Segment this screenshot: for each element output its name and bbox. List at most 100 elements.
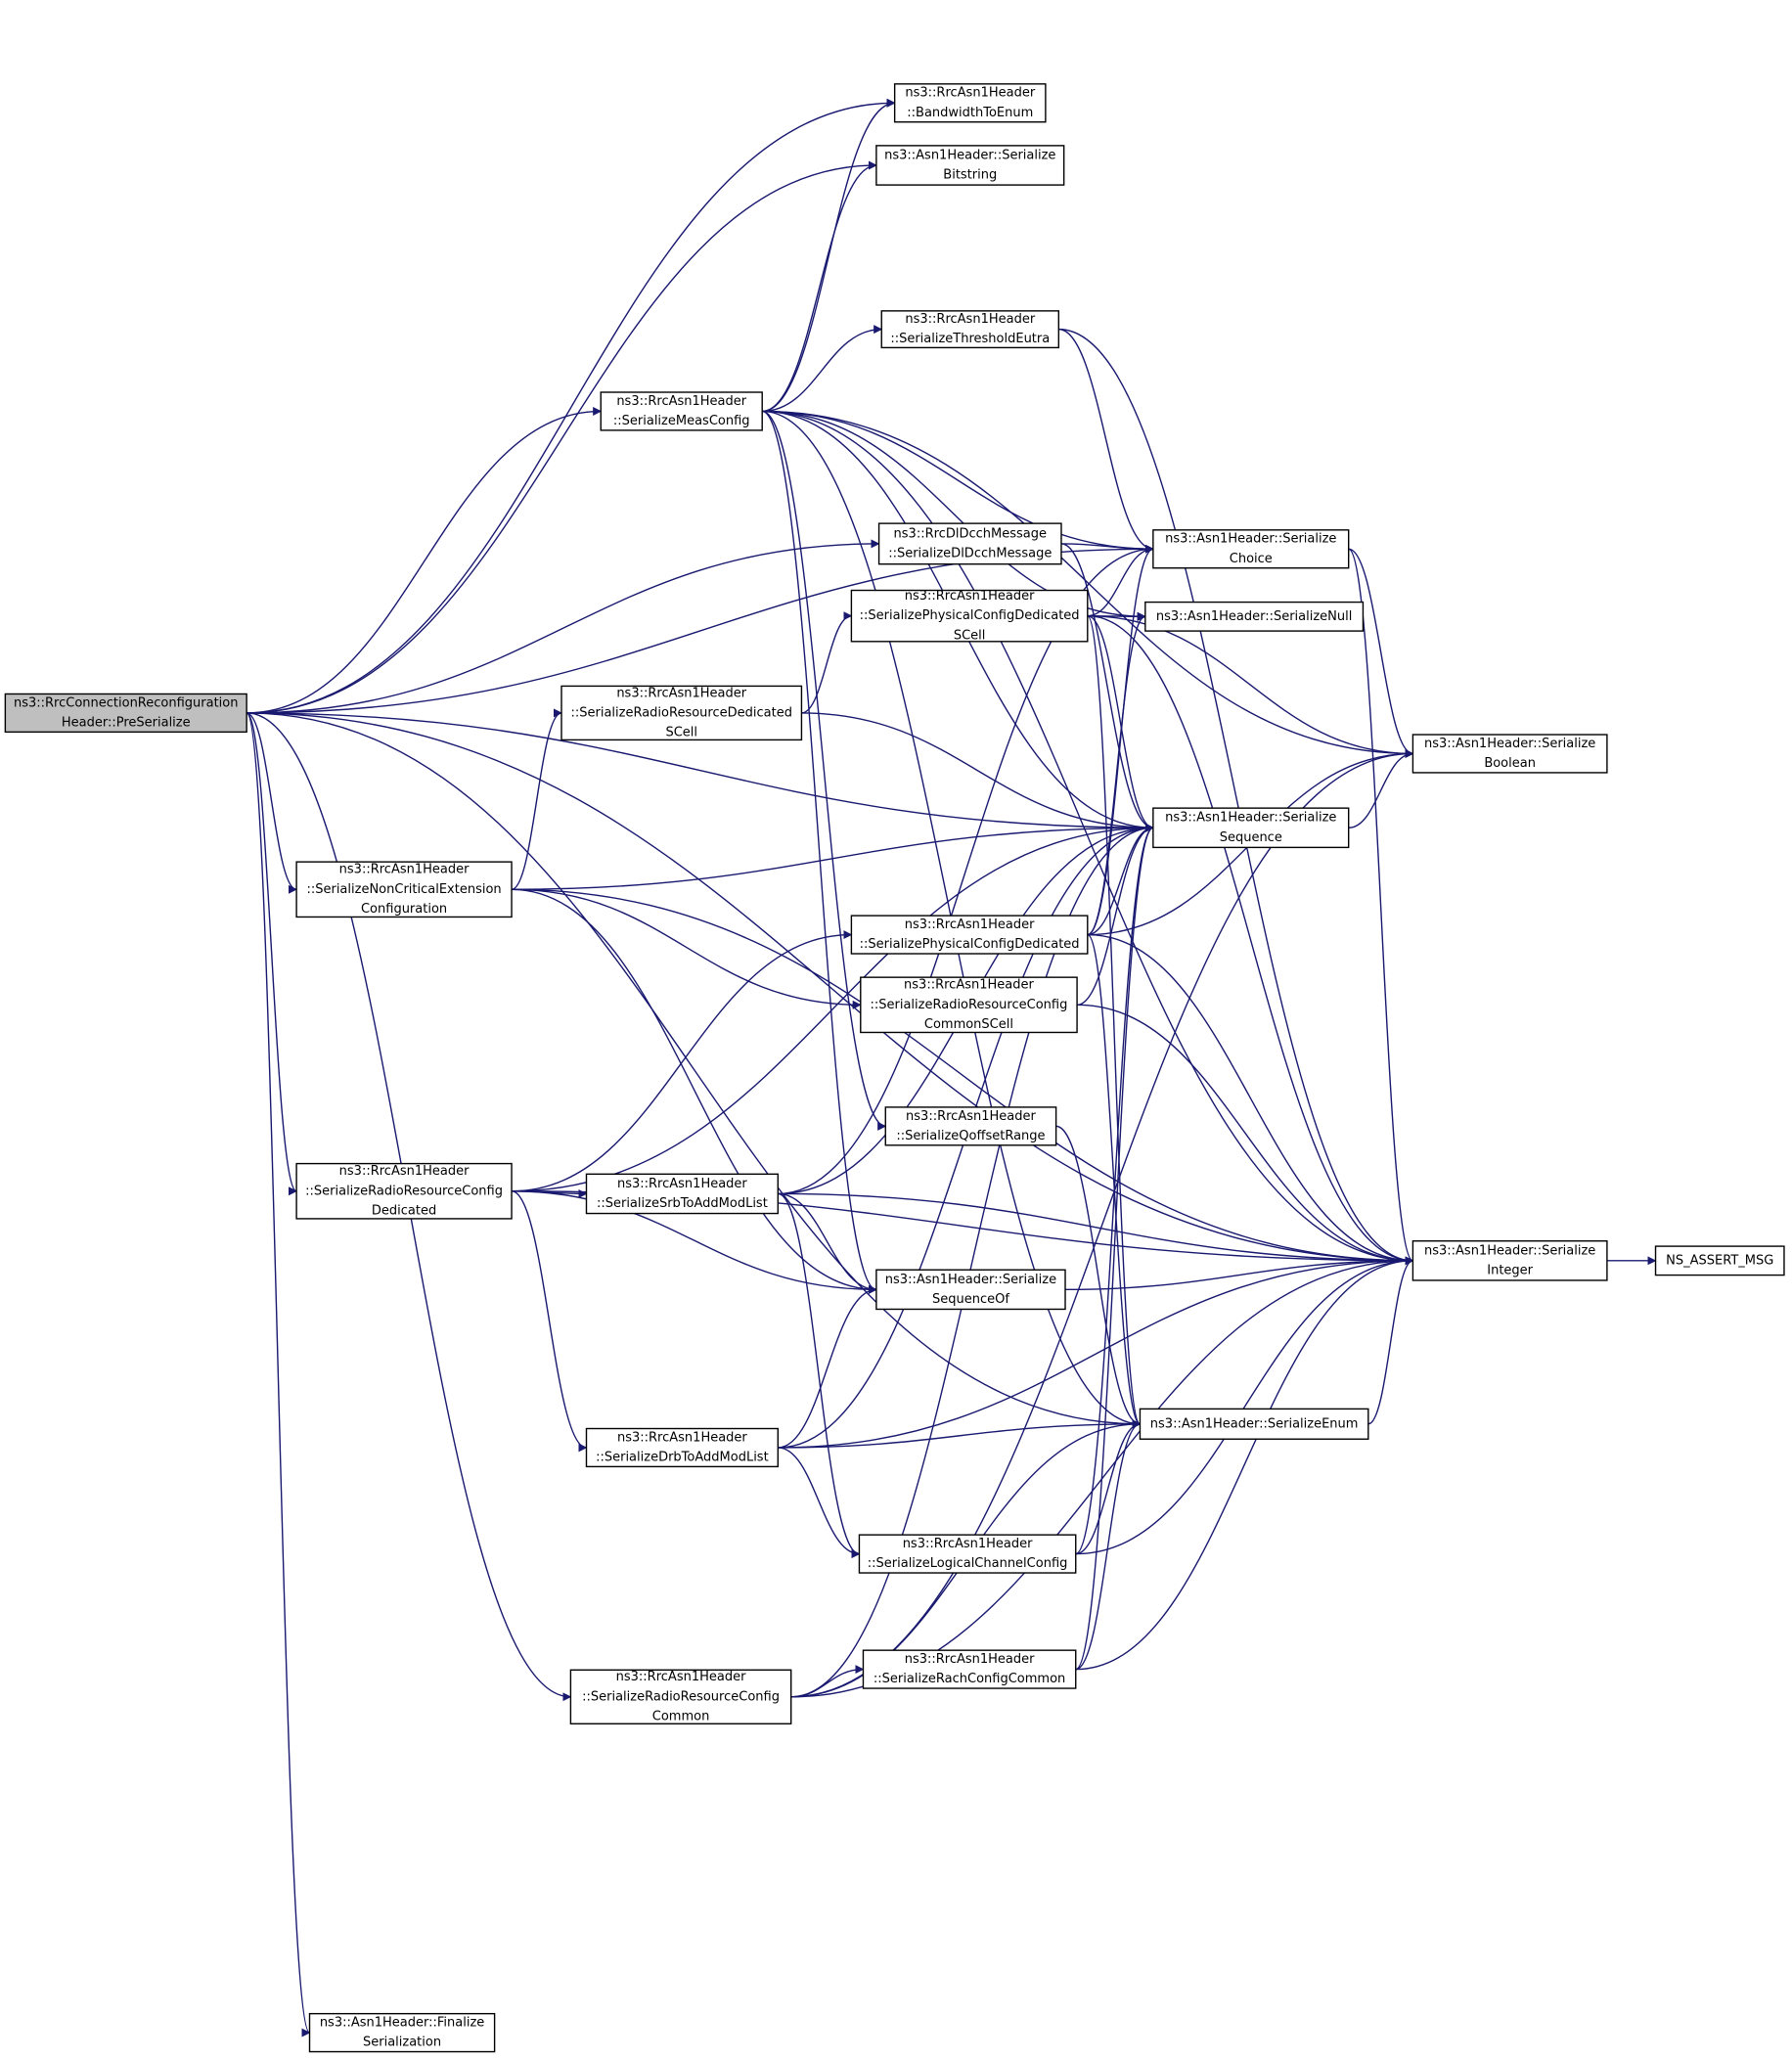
edge-meas-to-choice bbox=[762, 410, 1154, 554]
edge-seqof-to-int bbox=[1065, 1256, 1414, 1291]
node-enum[interactable]: ns3::Asn1Header::SerializeEnum bbox=[1139, 1408, 1369, 1440]
node-lcc[interactable]: ns3::RrcAsn1Header::SerializeLogicalChan… bbox=[858, 1534, 1077, 1574]
node-meas[interactable]: ns3::RrcAsn1Header::SerializeMeasConfig bbox=[600, 391, 763, 431]
node-label-line: Serialization bbox=[363, 2036, 441, 2050]
node-label-line: ns3::Asn1Header::Serialize bbox=[1424, 737, 1595, 751]
node-label-line: ::SerializeDrbToAddModList bbox=[596, 1451, 769, 1465]
edge-srb-to-int bbox=[778, 1192, 1414, 1266]
call-arrow bbox=[762, 325, 883, 413]
call-arrow bbox=[246, 712, 1142, 1429]
node-null[interactable]: ns3::Asn1Header::SerializeNull bbox=[1144, 601, 1365, 632]
node-label-line: ns3::RrcAsn1Header bbox=[617, 1430, 747, 1445]
node-rrcc[interactable]: ns3::RrcAsn1Header::SerializeRadioResour… bbox=[569, 1669, 792, 1724]
node-label-line: ns3::Asn1Header::Serialize bbox=[1165, 811, 1336, 826]
call-arrow bbox=[512, 888, 1414, 1266]
call-arrow bbox=[246, 160, 877, 714]
node-srb[interactable]: ns3::RrcAsn1Header::SerializeSrbToAddMod… bbox=[585, 1173, 779, 1215]
call-arrow bbox=[246, 712, 297, 894]
node-label-line: ns3::RrcAsn1Header bbox=[905, 1652, 1035, 1667]
node-rrds[interactable]: ns3::RrcAsn1Header::SerializeRadioResour… bbox=[560, 685, 803, 741]
node-label-line: ns3::Asn1Header::Serialize bbox=[885, 1273, 1056, 1287]
call-arrow bbox=[1087, 933, 1142, 1429]
node-rrcs[interactable]: ns3::RrcAsn1Header::SerializeRadioResour… bbox=[860, 976, 1078, 1034]
node-nce[interactable]: ns3::RrcAsn1Header::SerializeNonCritical… bbox=[295, 861, 513, 918]
node-label-line: ::SerializeRadioResourceConfig bbox=[582, 1689, 780, 1704]
edge-drb-to-seqof bbox=[778, 1284, 877, 1449]
node-box bbox=[1139, 1408, 1369, 1440]
edge-qoff-to-enum bbox=[1055, 1125, 1142, 1429]
node-pcds[interactable]: ns3::RrcAsn1Header::SerializePhysicalCon… bbox=[850, 589, 1089, 643]
node-box bbox=[875, 145, 1065, 186]
edge-nce-to-rrcs bbox=[512, 888, 862, 1009]
edge-meas-to-int bbox=[762, 410, 1414, 1266]
call-arrow bbox=[1087, 611, 1146, 936]
node-label-line: SCell bbox=[665, 726, 697, 740]
call-arrow bbox=[512, 888, 862, 1009]
edge-rrds-to-seq bbox=[801, 712, 1154, 832]
edge-pre-to-meas bbox=[246, 406, 603, 714]
node-box bbox=[862, 1649, 1077, 1689]
node-label-line: ns3::RrcAsn1Header bbox=[905, 589, 1035, 604]
edge-pcd-to-null bbox=[1087, 611, 1146, 936]
call-arrow bbox=[246, 712, 1154, 832]
node-pre: ns3::RrcConnectionReconfigurationHeader:… bbox=[4, 693, 247, 734]
call-arrow bbox=[762, 410, 1414, 1266]
call-arrow bbox=[1075, 1256, 1414, 1671]
node-box bbox=[1144, 601, 1365, 632]
node-label-line: ::SerializeMeasConfig bbox=[613, 414, 750, 428]
call-arrow bbox=[762, 410, 1154, 554]
node-box bbox=[884, 1106, 1057, 1146]
call-arrow bbox=[1087, 614, 1414, 1266]
node-pcd[interactable]: ns3::RrcAsn1Header::SerializePhysicalCon… bbox=[850, 915, 1089, 955]
node-label-line: ::SerializeThresholdEutra bbox=[890, 332, 1050, 346]
call-arrow bbox=[790, 823, 1154, 1698]
node-label-line: ns3::Asn1Header::Serialize bbox=[1424, 1243, 1595, 1258]
edge-pre-to-bits bbox=[246, 160, 877, 714]
node-qoff[interactable]: ns3::RrcAsn1Header::SerializeQoffsetRang… bbox=[884, 1106, 1057, 1146]
node-thr[interactable]: ns3::RrcAsn1Header::SerializeThresholdEu… bbox=[880, 310, 1060, 349]
node-label-line: Common bbox=[652, 1709, 710, 1723]
edge-pre-to-seq bbox=[246, 712, 1154, 832]
edge-pre-to-dcch bbox=[246, 539, 880, 714]
node-dcch[interactable]: ns3::RrcDlDcchMessage::SerializeDlDcchMe… bbox=[877, 522, 1062, 565]
node-label-line: ns3::RrcAsn1Header bbox=[905, 312, 1035, 327]
edge-pre-to-bw bbox=[246, 98, 896, 714]
call-arrow bbox=[1058, 328, 1154, 554]
call-arrow bbox=[762, 410, 877, 1294]
node-box bbox=[1152, 529, 1350, 569]
edge-nce-to-rrds bbox=[511, 708, 562, 890]
edge-rrcc-to-seq bbox=[790, 823, 1154, 1698]
call-arrow bbox=[1087, 614, 1142, 1429]
call-arrow bbox=[762, 98, 896, 413]
node-label-line: ns3::RrcAsn1Header bbox=[339, 863, 470, 877]
node-label-line: ns3::Asn1Header::Finalize bbox=[320, 2016, 484, 2031]
call-arrow bbox=[512, 888, 877, 1294]
node-box bbox=[880, 310, 1060, 349]
edge-lcc-to-enum bbox=[1075, 1419, 1142, 1555]
node-label-line: Integer bbox=[1487, 1263, 1533, 1277]
call-arrow bbox=[511, 708, 562, 890]
node-drb[interactable]: ns3::RrcAsn1Header::SerializeDrbToAddMod… bbox=[585, 1427, 779, 1468]
node-label-line: ::SerializeSrbToAddModList bbox=[597, 1196, 768, 1211]
call-arrow bbox=[1348, 548, 1414, 1266]
node-rach[interactable]: ns3::RrcAsn1Header::SerializeRachConfigC… bbox=[862, 1649, 1077, 1689]
node-bw[interactable]: ns3::RrcAsn1Header::BandwidthToEnum bbox=[893, 83, 1047, 123]
node-box bbox=[569, 1669, 792, 1724]
edge-pcds-to-bool bbox=[1087, 614, 1414, 758]
call-arrow bbox=[1087, 614, 1414, 758]
node-label-line: ns3::RrcAsn1Header bbox=[616, 686, 746, 700]
call-arrow bbox=[778, 1256, 1414, 1449]
node-rrcd[interactable]: ns3::RrcAsn1Header::SerializeRadioResour… bbox=[295, 1162, 513, 1220]
edge-thr-to-choice bbox=[1058, 328, 1154, 554]
edge-meas-to-qoff bbox=[762, 410, 887, 1131]
node-label-line: ns3::Asn1Header::Serialize bbox=[884, 148, 1055, 162]
node-assert[interactable]: NS_ASSERT_MSG bbox=[1654, 1245, 1785, 1276]
node-label-line: SequenceOf bbox=[932, 1292, 1009, 1307]
